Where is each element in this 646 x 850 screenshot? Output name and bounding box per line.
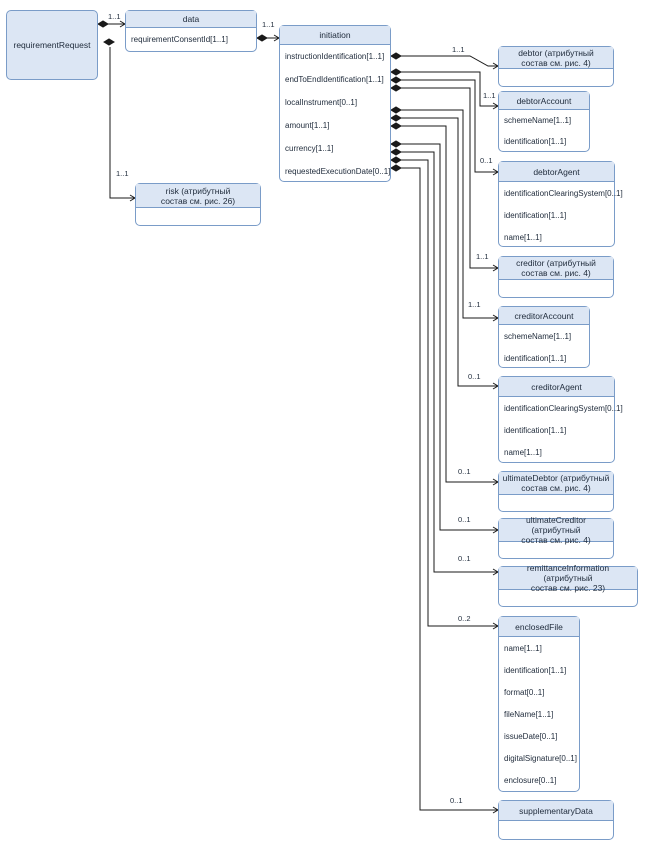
link-debtoraccount-line — [401, 71, 498, 107]
attribute: name[1..1] — [504, 232, 542, 242]
multiplicity-creditor: 1..1 — [476, 252, 489, 261]
link-creditor-diamond — [390, 84, 402, 92]
attribute: amount[1..1] — [285, 121, 330, 130]
link-enclosedfile-line — [401, 159, 498, 627]
attribute: identification[1..1] — [504, 137, 567, 146]
link-ultimatecreditor-diamond — [390, 140, 402, 148]
multiplicity-supplementarydata: 0..1 — [450, 796, 463, 805]
class-creditor: creditor (атрибутный состав см. рис. 4) — [498, 256, 614, 298]
attribute: identification[1..1] — [504, 665, 567, 675]
attribute: identificationClearingSystem[0..1] — [504, 403, 623, 413]
class-remittanceinformation: remittanceInformation (атрибутный состав… — [498, 563, 638, 607]
attribute: schemeName[1..1] — [504, 331, 572, 341]
attribute: format[0..1] — [504, 687, 545, 697]
class-title: creditor (атрибутный состав см. рис. 4) — [499, 257, 613, 280]
class-debtoraccount: debtorAccount schemeName[1..1] identific… — [498, 91, 590, 152]
attribute: digitalSignature[0..1] — [504, 753, 577, 763]
class-ultimatedebtor: ultimateDebtor (атрибутный состав см. ри… — [498, 471, 614, 512]
link-creditoraccount-line — [401, 109, 498, 319]
attribute: identification[1..1] — [504, 425, 567, 435]
attribute: currency[1..1] — [285, 144, 334, 153]
attribute: schemeName[1..1] — [504, 116, 572, 125]
class-debtoragent: debtorAgent identificationClearingSystem… — [498, 161, 623, 247]
multiplicity-debtoragent: 0..1 — [480, 156, 493, 165]
attribute: identification[1..1] — [504, 210, 567, 220]
attribute: name[1..1] — [504, 447, 542, 457]
link-initiation-diamond — [256, 34, 268, 42]
link-data-diamond — [97, 20, 109, 28]
link-remittanceinformation-line — [401, 151, 498, 573]
class-title: risk (атрибутный состав см. рис. 26) — [136, 184, 260, 208]
link-creditoragent-diamond — [390, 114, 402, 122]
attribute: fileName[1..1] — [504, 709, 554, 719]
multiplicity-ultimatecreditor: 0..1 — [458, 515, 471, 524]
multiplicity-debtor: 1..1 — [452, 45, 465, 54]
link-risk-line — [109, 47, 135, 199]
link-supplementarydata-diamond — [390, 164, 402, 172]
attribute: name[1..1] — [504, 643, 542, 653]
link-debtoragent-diamond — [390, 76, 402, 84]
link-supplementarydata-line — [401, 167, 498, 811]
link-risk-diamond — [103, 38, 115, 46]
multiplicity-ultimatedebtor: 0..1 — [458, 467, 471, 476]
link-ultimatedebtor-diamond — [390, 122, 402, 130]
class-title: creditorAccount — [499, 307, 589, 325]
attribute: identificationClearingSystem[0..1] — [504, 188, 623, 198]
link-debtor-line — [401, 55, 498, 67]
class-debtor: debtor (атрибутный состав см. рис. 4) — [498, 46, 614, 87]
attribute: requirementConsentId[1..1] — [131, 34, 228, 44]
multiplicity-risk: 1..1 — [116, 169, 129, 178]
attribute: requestedExecutionDate[0..1] — [285, 167, 391, 176]
class-title: data — [126, 11, 256, 28]
link-creditoraccount-diamond — [390, 106, 402, 114]
link-creditoragent-line — [401, 117, 498, 387]
class-title: supplementaryData — [499, 801, 613, 821]
multiplicity-remittanceinformation: 0..1 — [458, 554, 471, 563]
attribute: issueDate[0..1] — [504, 731, 558, 741]
link-debtoragent-line — [401, 79, 498, 173]
link-remittanceinformation-diamond — [390, 148, 402, 156]
class-initiation: initiation instructionIdentification[1..… — [279, 25, 391, 182]
attribute: instructionIdentification[1..1] — [285, 52, 385, 61]
class-supplementarydata: supplementaryData — [498, 800, 614, 840]
link-ultimatedebtor-line — [401, 125, 498, 483]
link-creditor-line — [401, 87, 498, 269]
attribute: localInstrument[0..1] — [285, 98, 358, 107]
class-creditoragent: creditorAgent identificationClearingSyst… — [498, 376, 623, 463]
class-title: ultimateDebtor (атрибутный состав см. ри… — [499, 472, 613, 495]
class-title: ultimateCreditor (атрибутный состав см. … — [499, 515, 613, 545]
link-ultimatecreditor-line — [401, 143, 498, 531]
class-title: enclosedFile — [499, 617, 579, 637]
link-enclosedfile-diamond — [390, 156, 402, 164]
class-title: debtorAgent — [499, 162, 614, 182]
multiplicity-enclosedfile: 0..2 — [458, 614, 471, 623]
multiplicity-initiation: 1..1 — [262, 20, 275, 29]
class-title: creditorAgent — [499, 377, 614, 397]
class-requirementrequest: requirementRequest — [6, 10, 98, 80]
class-title: requirementRequest — [13, 40, 91, 50]
class-enclosedfile: enclosedFile name[1..1] identification[1… — [498, 616, 580, 792]
class-title: debtor (атрибутный состав см. рис. 4) — [499, 47, 613, 69]
attribute: enclosure[0..1] — [504, 775, 557, 785]
link-debtor-diamond — [390, 52, 402, 60]
multiplicity-data: 1..1 — [108, 12, 121, 21]
class-title: remittanceInformation (атрибутный состав… — [499, 563, 637, 593]
link-debtoraccount-diamond — [390, 68, 402, 76]
class-risk: risk (атрибутный состав см. рис. 26) — [135, 183, 261, 226]
class-title: debtorAccount — [499, 92, 589, 110]
class-creditoraccount: creditorAccount schemeName[1..1] identif… — [498, 306, 590, 368]
multiplicity-debtoraccount: 1..1 — [483, 91, 496, 100]
class-data: data requirementConsentId[1..1] — [125, 10, 257, 52]
multiplicity-creditoraccount: 1..1 — [468, 300, 481, 309]
multiplicity-creditoragent: 0..1 — [468, 372, 481, 381]
attribute: endToEndIdentification[1..1] — [285, 75, 384, 84]
class-ultimatecreditor: ultimateCreditor (атрибутный состав см. … — [498, 515, 614, 559]
attribute: identification[1..1] — [504, 353, 567, 363]
class-title: initiation — [280, 26, 390, 45]
